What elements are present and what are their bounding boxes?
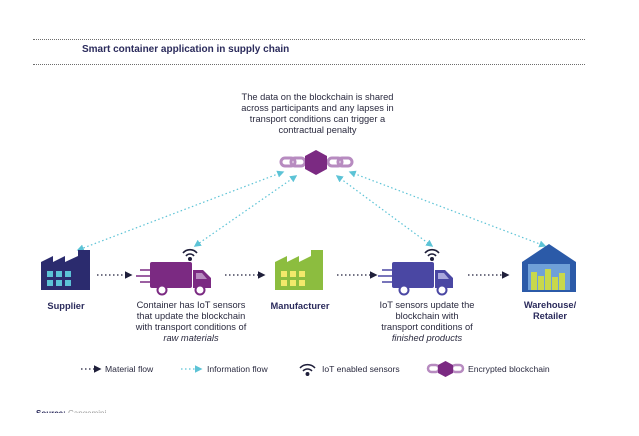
diagram-title: Smart container application in supply ch…: [82, 44, 290, 55]
legend-information-flow: Information flow: [207, 364, 268, 374]
top-divider: [33, 39, 585, 40]
supplier-factory-icon: [41, 250, 90, 290]
blockchain-note: The data on the blockchain is shared acr…: [225, 92, 410, 136]
iot-sensor-legend-icon: [299, 363, 316, 376]
note-line: contractual penalty: [278, 125, 357, 135]
truck-finished-products-caption: IoT sensors update the blockchain with t…: [352, 300, 502, 344]
source-value: Capgemini: [68, 409, 107, 418]
info-flow-supplier: [76, 170, 285, 252]
warehouse-label-line: Warehouse/: [523, 300, 577, 310]
legend-encrypted-blockchain: Encrypted blockchain: [468, 364, 550, 374]
info-flow-warehouse: [348, 170, 547, 248]
title-divider: [33, 64, 585, 65]
warehouse-icon: [522, 244, 576, 292]
legend-material-flow: Material flow: [105, 364, 154, 374]
note-line: transport conditions can trigger a: [249, 114, 386, 124]
warehouse-label-line: Retailer: [532, 311, 568, 321]
caption-line: that update the blockchain: [136, 311, 246, 321]
hexagon-icon: [305, 150, 327, 175]
info-flow-truck2: [335, 175, 434, 247]
manufacturer-factory-icon: [275, 250, 323, 290]
blockchain-icon: [279, 150, 354, 175]
source-note: Source: Capgemini: [36, 409, 107, 418]
note-line: The data on the blockchain is shared: [241, 92, 394, 102]
wifi-signal-icon: [182, 248, 198, 261]
encrypted-blockchain-legend-icon: [426, 361, 465, 377]
caption-emphasis: finished products: [391, 333, 463, 343]
chain-link-left-icon: [279, 156, 307, 168]
caption-line: blockchain with: [395, 311, 459, 321]
caption-line: Container has IoT sensors: [136, 300, 246, 310]
chain-link-right-icon: [326, 156, 354, 168]
truck-raw-materials-caption: Container has IoT sensors that update th…: [116, 300, 266, 344]
manufacturer-label: Manufacturer: [270, 301, 330, 311]
caption-line: transport conditions of: [381, 322, 473, 332]
caption-line: IoT sensors update the: [379, 300, 475, 310]
truck-finished-products-icon: [378, 248, 453, 296]
source-label: Source:: [36, 409, 66, 418]
info-flow-truck1: [193, 175, 298, 247]
note-line: across participants and any lapses in: [241, 103, 394, 113]
caption-emphasis: raw materials: [163, 333, 219, 343]
legend-glyphs: [81, 361, 465, 377]
caption-line: with transport conditions of: [135, 322, 247, 332]
legend-iot-sensors: IoT enabled sensors: [322, 364, 400, 374]
information-flow-lines: [76, 170, 547, 252]
wifi-signal-icon: [424, 248, 440, 261]
warehouse-label: Warehouse/ Retailer: [512, 300, 588, 322]
supplier-label: Supplier: [47, 301, 85, 311]
truck-raw-materials-icon: [136, 248, 211, 296]
